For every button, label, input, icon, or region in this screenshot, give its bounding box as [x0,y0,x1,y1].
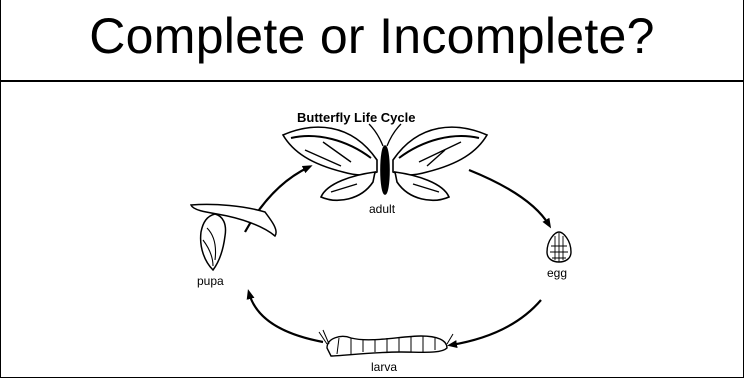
life-cycle-diagram: Butterfly Life Cycle adult egg larva pup… [1,82,743,377]
caterpillar-icon [318,329,454,357]
title-band: Complete or Incomplete? [1,0,743,82]
chrysalis-icon [189,203,277,272]
arrow-larva-to-pupa-icon [246,289,324,344]
slide-title: Complete or Incomplete? [89,8,655,64]
stage-label-adult: adult [369,202,396,216]
stage-label-egg: egg [547,266,568,280]
arrow-egg-to-larva-icon [447,299,542,348]
life-cycle-graphic [189,123,572,357]
stage-label-pupa: pupa [197,274,224,288]
butterfly-icon [281,123,489,201]
arrow-adult-to-egg-icon [468,168,552,229]
egg-icon [546,231,572,263]
stage-label-larva: larva [371,360,398,374]
diagram-heading: Butterfly Life Cycle [297,110,416,125]
